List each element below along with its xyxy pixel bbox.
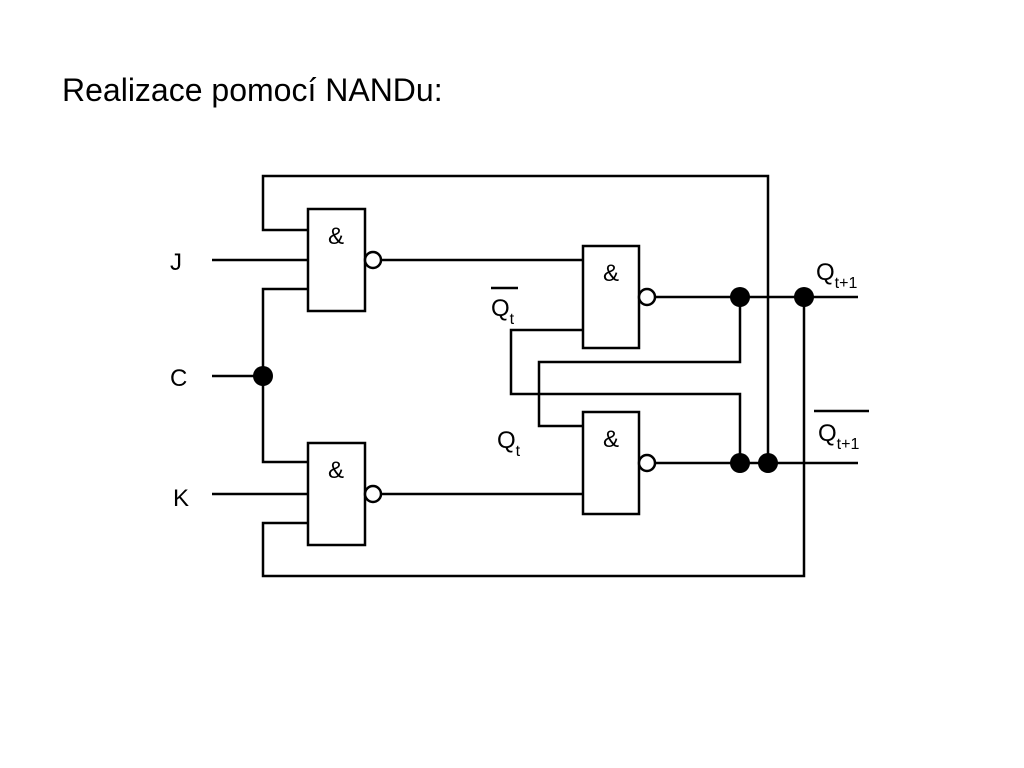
label-q-t: Qt	[497, 427, 521, 460]
slide-title: Realizace pomocí NANDu:	[62, 72, 443, 108]
output-label-q-next: Qt+1	[816, 259, 857, 292]
gate-2-symbol: &	[328, 457, 344, 484]
wire-cross-q-not-to-gate-3	[509, 328, 742, 463]
gate-1-symbol: &	[328, 223, 344, 250]
output-label-q-next-not: Qt+1	[818, 420, 859, 453]
junction-dot-q-cross	[730, 287, 750, 307]
gate-3-symbol: &	[603, 260, 619, 287]
wire-clock-to-gate-2	[261, 376, 308, 464]
junction-dot-q-not-cross	[730, 453, 750, 473]
input-label-j: J	[170, 249, 182, 276]
label-q-not-t: Qt	[491, 295, 515, 328]
wire-cross-q-to-gate-4	[537, 297, 742, 428]
wire-bottom-feedback	[261, 297, 806, 578]
nand-gate-2-inversion-bubble	[363, 484, 383, 504]
nand-gate-3-inversion-bubble	[637, 287, 657, 307]
input-label-c: C	[170, 365, 187, 392]
wire-clock-to-gate-1	[261, 287, 308, 376]
junction-dot-q-not-feedback	[758, 453, 778, 473]
junction-dot-q-feedback	[794, 287, 814, 307]
input-label-k: K	[173, 485, 189, 512]
nand-gate-1-inversion-bubble	[363, 250, 383, 270]
gate-4-symbol: &	[603, 426, 619, 453]
wire-top-feedback	[261, 174, 770, 463]
junction-dot-clock	[253, 366, 273, 386]
nand-gate-4-inversion-bubble	[637, 453, 657, 473]
